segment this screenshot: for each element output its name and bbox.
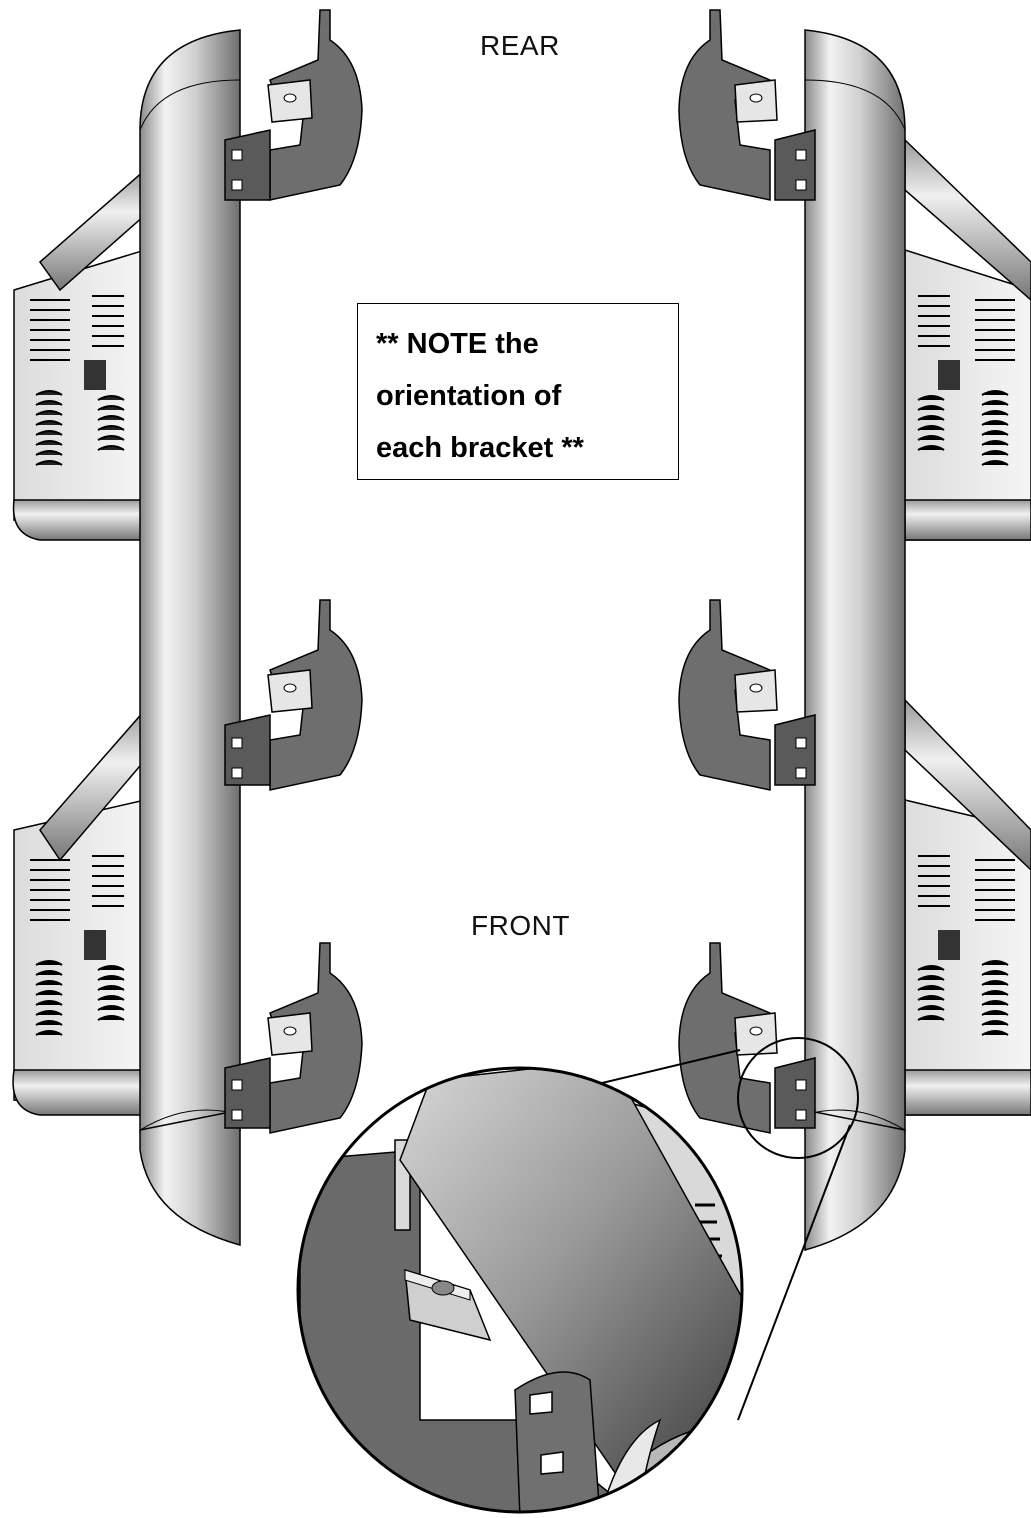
right-bracket-rear xyxy=(678,9,816,201)
orientation-note-box: ** NOTE the orientation of each bracket … xyxy=(357,303,679,480)
callout-leader-line-right xyxy=(737,1124,851,1421)
front-label: FRONT xyxy=(471,910,570,941)
left-main-tube xyxy=(139,29,241,1246)
right-upper-step xyxy=(904,138,1031,541)
note-line-2: orientation of xyxy=(376,380,562,412)
right-lower-step xyxy=(904,698,1031,1116)
left-bracket-rear xyxy=(224,9,363,201)
left-bracket-front xyxy=(224,942,363,1134)
left-bracket-middle xyxy=(224,599,363,791)
note-line-3: each bracket ** xyxy=(376,432,584,464)
magnified-detail-circle xyxy=(296,1066,744,1514)
right-main-tube xyxy=(804,29,906,1251)
note-line-1: ** NOTE the xyxy=(376,328,539,360)
right-bracket-front xyxy=(678,942,816,1134)
detail-callout xyxy=(296,1037,859,1514)
orientation-note-text: ** NOTE the orientation of each bracket … xyxy=(376,318,660,474)
magnified-detail xyxy=(298,1068,742,1512)
left-upper-step xyxy=(12,168,146,541)
rear-label: REAR xyxy=(480,30,560,61)
callout-target-circle xyxy=(737,1037,859,1159)
right-bracket-middle xyxy=(678,599,816,791)
left-step-assembly xyxy=(12,9,363,1246)
right-step-assembly xyxy=(678,9,1031,1251)
left-lower-step xyxy=(12,708,146,1116)
